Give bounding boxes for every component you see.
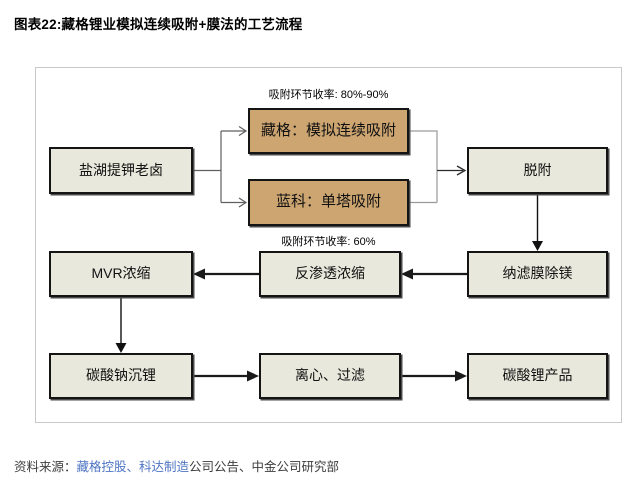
node-mvr-concentration: MVR浓缩	[49, 251, 193, 297]
node-brine: 盐湖提钾老卤	[49, 147, 193, 194]
node-desorption: 脱附	[467, 147, 608, 194]
node-nanofiltration-mg-removal: 纳滤膜除镁	[467, 251, 608, 297]
figure-title: 图表22:藏格锂业模拟连续吸附+膜法的工艺流程	[14, 17, 303, 32]
flowchart-panel: 吸附环节收率: 80%-90% 盐湖提钾老卤 藏格：模拟连续吸附 蓝科：单塔吸附…	[35, 67, 622, 423]
source-line: 资料来源：藏格控股、科达制造公司公告、中金公司研究部	[14, 456, 339, 475]
edge-into-desorption	[437, 165, 467, 176]
edge-ro-to-mvr	[193, 268, 259, 280]
node-lanke-single-tower-adsorption: 蓝科：单塔吸附	[248, 179, 409, 226]
yield-label-adsorption-60: 吸附环节收率: 60%	[281, 236, 376, 248]
yield-label-adsorption-80-90: 吸附环节收率: 80%-90%	[268, 89, 389, 101]
node-zangge-simulated-continuous-adsorption: 藏格：模拟连续吸附	[248, 108, 409, 154]
source-suffix: 公司公告、中金公司研究部	[189, 460, 340, 474]
node-reverse-osmosis-concentration: 反渗透浓缩	[259, 251, 401, 297]
edge-merge-to-desorption	[409, 130, 438, 204]
node-lithium-carbonate-product: 碳酸锂产品	[467, 353, 608, 399]
source-company-links[interactable]: 藏格控股、科达制造	[76, 460, 190, 474]
edge-mvr-to-sc	[115, 297, 127, 353]
edge-desorption-to-nf	[532, 194, 543, 251]
edge-nf-to-ro	[401, 268, 467, 280]
flow-connectors	[115, 125, 543, 382]
source-prefix: 资料来源：	[14, 460, 77, 474]
edge-cf-to-product	[401, 370, 467, 382]
node-centrifuge-filter: 离心、过滤	[259, 353, 401, 399]
node-sodium-carbonate-precipitation: 碳酸钠沉锂	[49, 353, 193, 399]
edge-sc-to-cf	[193, 370, 259, 382]
edge-brine-split	[193, 125, 248, 208]
